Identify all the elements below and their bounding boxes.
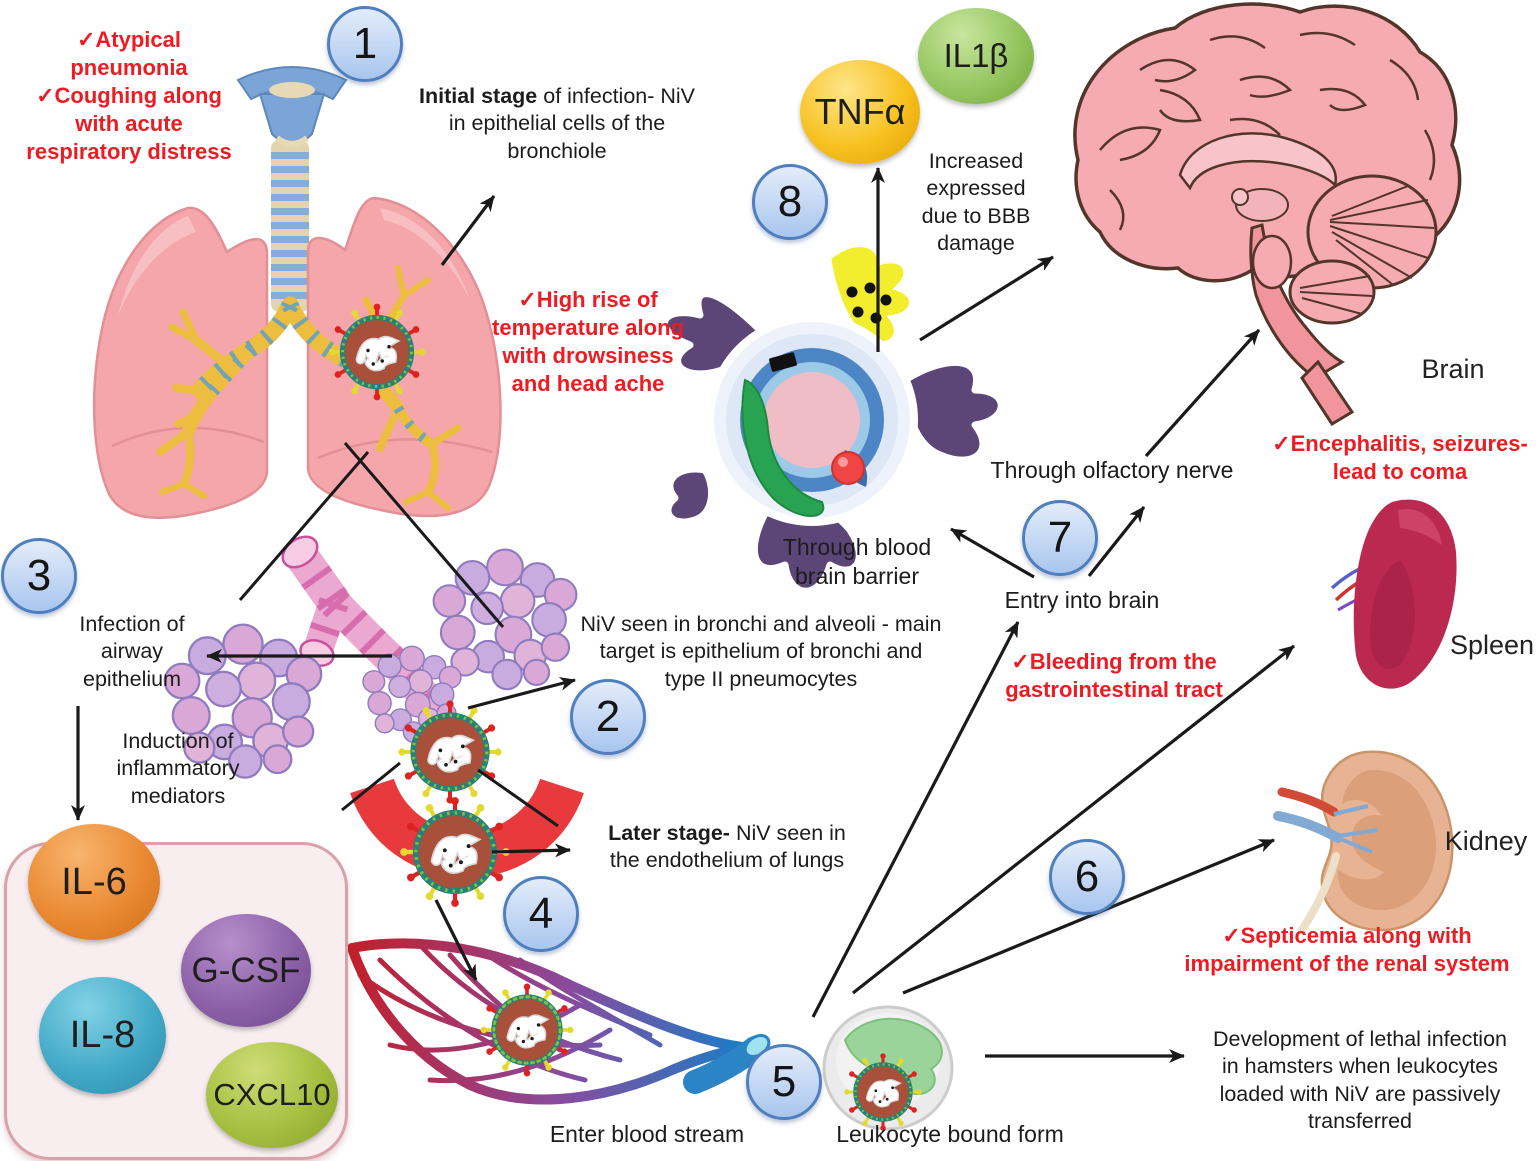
infection-airway-note: Infection of airway epithelium [79,612,185,691]
larynx [236,66,348,147]
encephalitis-note: ✓Encephalitis, seizures- lead to coma [1272,431,1528,484]
later-stage-bold: Later stage- [608,821,730,845]
spleen-illustration [1330,499,1457,689]
tnfa-bubble: TNFα [800,60,920,164]
il8-bubble: IL-8 [39,977,166,1094]
stage-marker-3: 3 [1,538,77,614]
induction-mediators-note: Induction of inflammatory mediators [116,729,240,808]
through-bbb-label: Through blood brain barrier [782,534,932,590]
lungs-illustration [92,66,502,519]
leukocyte-illustration [822,1005,954,1131]
stage-marker-7: 7 [1022,500,1098,576]
cxcl10-bubble: CXCL10 [206,1042,338,1148]
kidney-label: Kidney [1444,826,1528,856]
initial-stage-bold: Initial stage [418,84,538,108]
high-temperature-note: ✓High rise of temperature along with dro… [492,287,684,396]
bleeding-gi-note: ✓Bleeding from the gastrointestinal trac… [1005,649,1223,702]
stage-marker-5: 5 [746,1044,822,1120]
septicemia-note: ✓Septicemia along with impairment of the… [1184,923,1510,976]
through-olfactory-label: Through olfactory nerve [990,457,1234,483]
respiratory-symptoms-note: ✓Atypical pneumonia ✓Coughing along with… [26,27,232,164]
bronchi-alveoli-illustration [163,535,578,803]
initial-stage-rest: of infection- NiV in epithelial cells of… [448,84,696,163]
niv-bronchi-note: NiV seen in bronchi and alveoli - main t… [580,612,942,691]
kidney-illustration [1273,750,1454,934]
stage-marker-1: 1 [327,6,403,82]
later-stage-rest: NiV seen in the endothelium of lungs [609,821,846,873]
stage-marker-2: 2 [570,679,646,755]
spleen-label: Spleen [1449,630,1535,660]
enter-blood-stream-label: Enter blood stream [549,1121,745,1147]
cerebellum [1288,174,1438,325]
il1b-bubble: IL1β [918,8,1034,104]
leukocyte-bound-label: Leukocyte bound form [836,1121,1064,1147]
entry-into-brain-label: Entry into brain [1004,587,1160,613]
later-stage-note: Later stage- NiV seen in the endothelium… [586,820,868,875]
flow-arrows [71,167,1295,1063]
bbb-damage-note: Increased expressed due to BBB damage [921,149,1031,255]
stage-marker-8: 8 [752,164,828,240]
brain-illustration [1073,2,1462,427]
blood-brain-barrier-cell [661,241,1005,595]
initial-stage-note: Initial stage of infection- NiV in epith… [396,83,718,165]
stage-marker-4: 4 [503,876,579,952]
blood-vessel-illustration [347,938,771,1105]
brain-label: Brain [1421,354,1485,384]
gcsf-bubble: G-CSF [181,914,311,1027]
left-lung [92,206,269,519]
il6-bubble: IL-6 [28,824,160,940]
lethal-infection-note: Development of lethal infection in hamst… [1212,1027,1507,1133]
pointer-lines [238,442,559,828]
stage-marker-6: 6 [1049,839,1125,915]
